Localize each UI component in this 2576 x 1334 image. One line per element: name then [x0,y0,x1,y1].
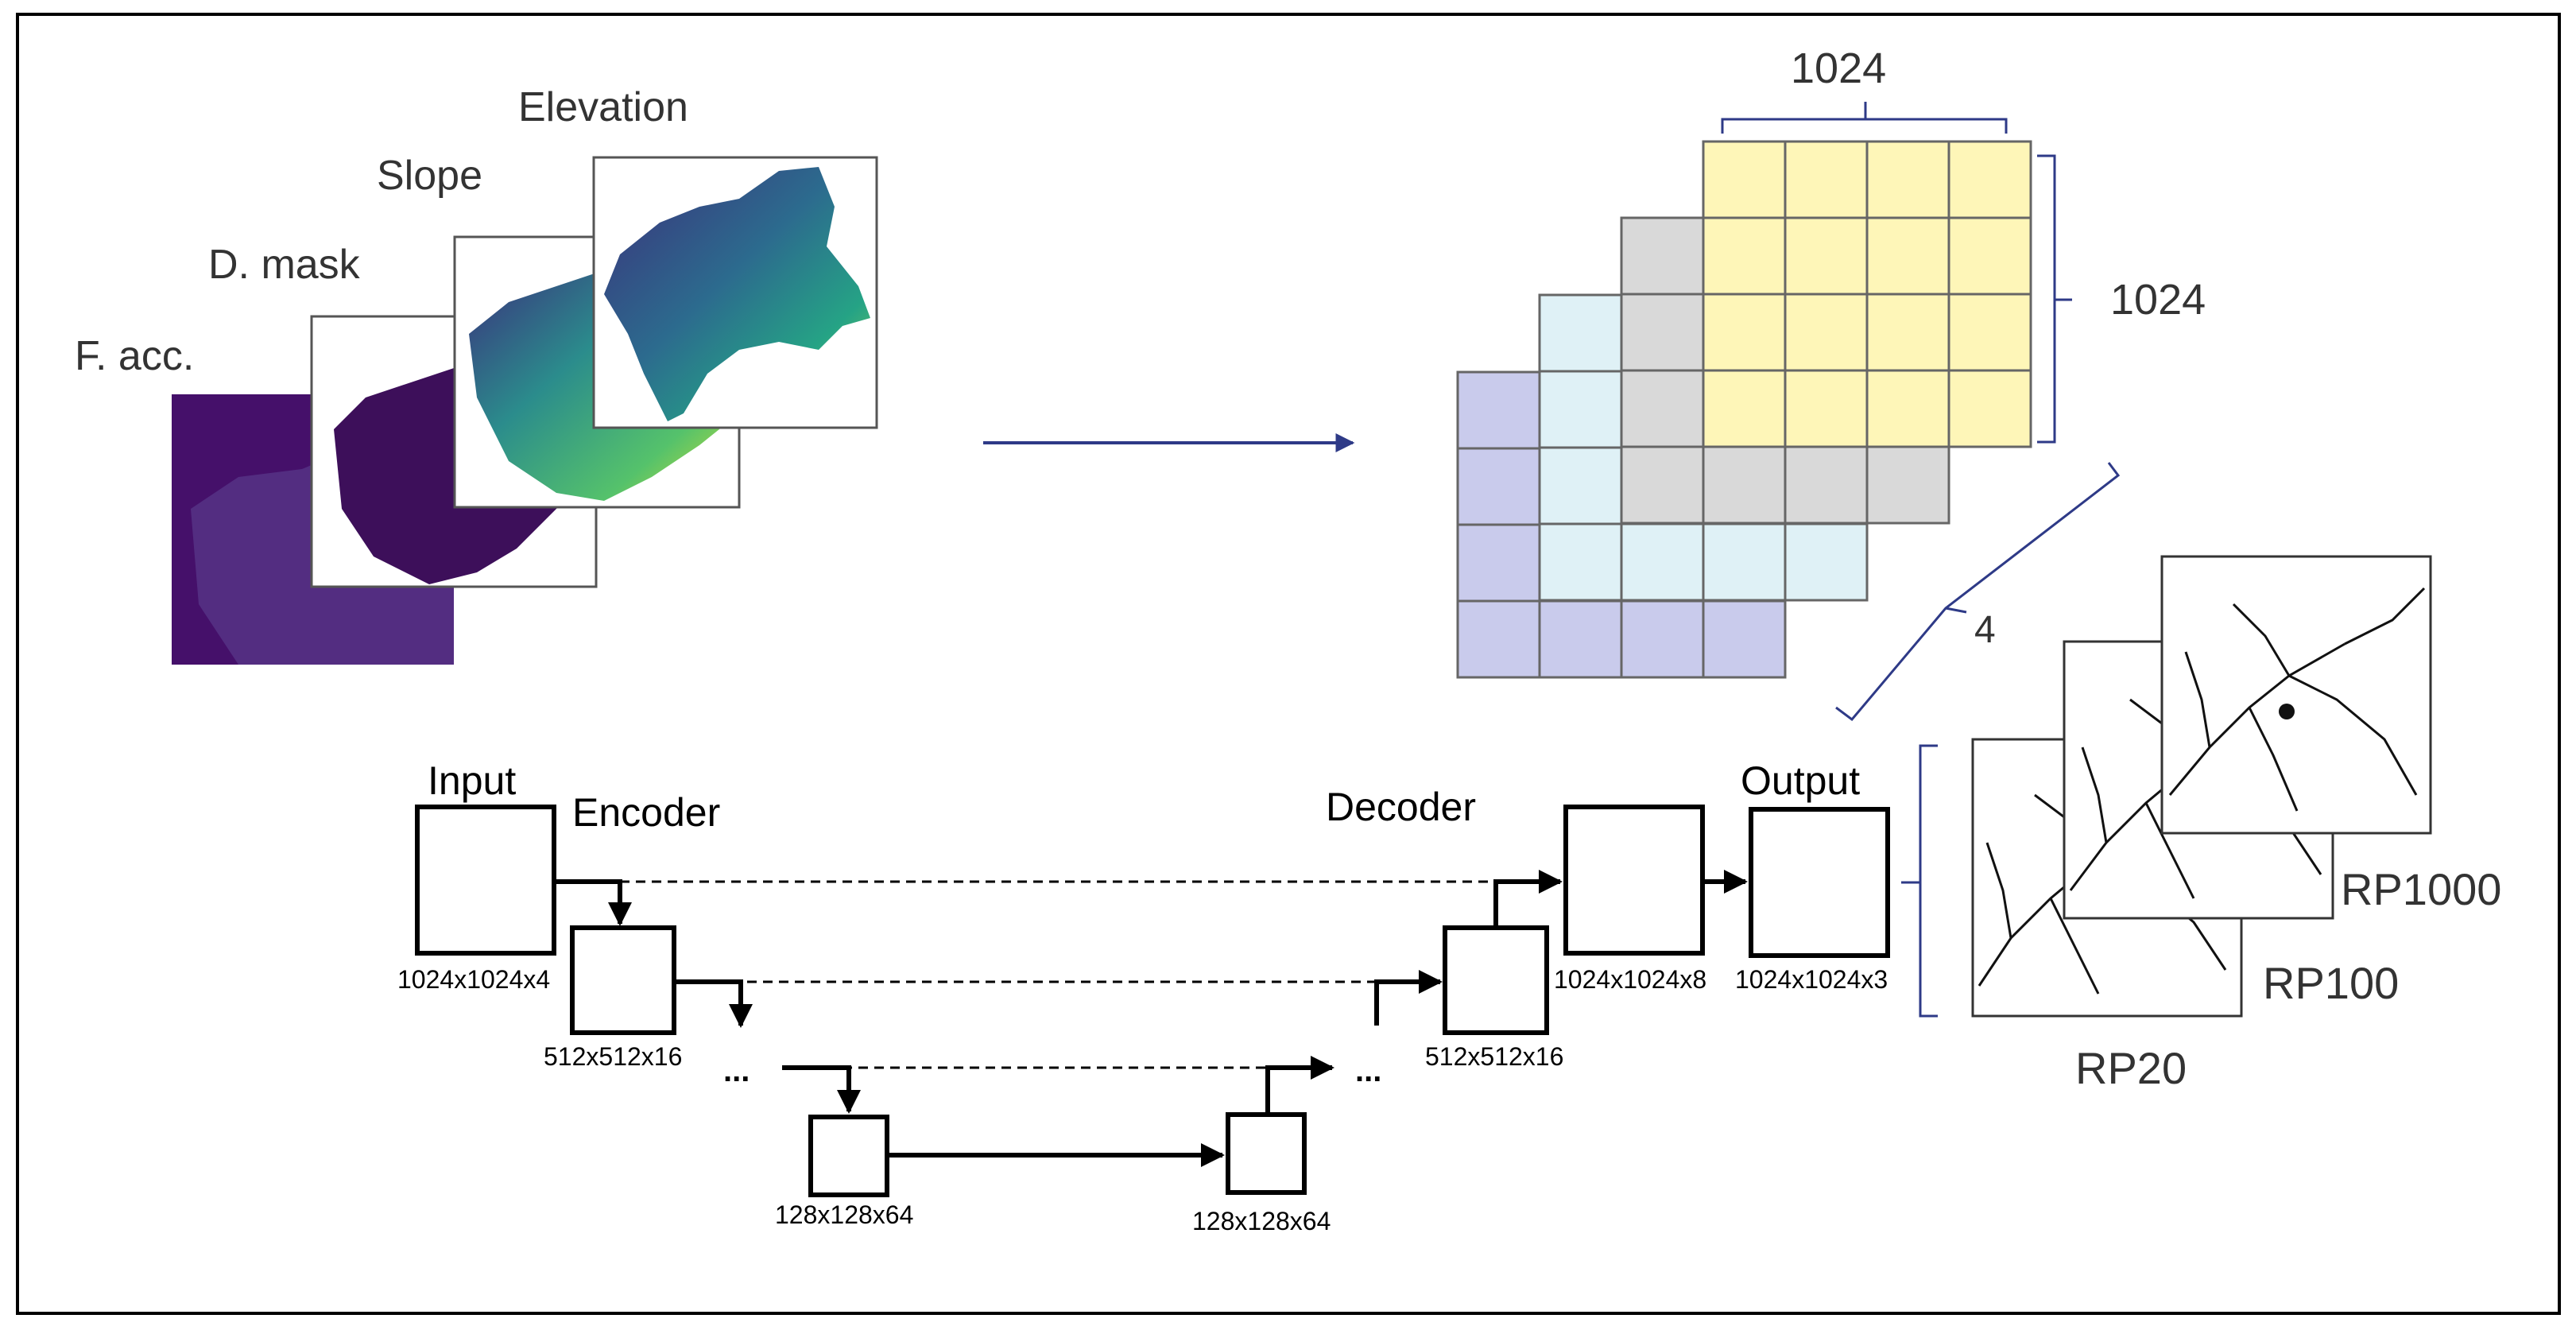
decoder-top-block [1563,805,1705,956]
decoder-arrow-3 [1493,870,1563,928]
encoder-block-1 [570,925,676,1035]
width-bracket [1721,102,2008,134]
encoder-ellipsis: ... [723,1053,750,1088]
rp1000-label: RP1000 [2341,864,2501,914]
decoder-arrow-2 [1374,970,1443,1026]
tensor-channels-label: 4 [1974,609,1996,651]
input-raster-stack: F. acc. D. mask Slope Elevation [75,84,878,665]
input-tensor-grid [1456,140,2032,679]
encoder-1-dim-label: 512x512x16 [544,1042,682,1071]
decoder-title: Decoder [1326,785,1476,829]
decoder-block-1 [1443,925,1549,1035]
encoder-path [554,879,1225,1167]
encoder-bottom-dim-label: 128x128x64 [775,1200,913,1229]
decoder-bottom-block [1226,1112,1307,1195]
input-block [415,805,556,956]
domain-mask-label: D. mask [208,242,361,288]
output-block [1749,807,1890,958]
output-bracket [1901,744,1938,1018]
unet-architecture: Input Encoder Decoder Output 1024x1024x4… [397,758,1890,1235]
tensor-height-label: 1024 [2110,276,2206,324]
flow-accumulation-label: F. acc. [75,333,194,379]
output-dim-label: 1024x1024x3 [1735,965,1888,994]
encoder-bottom-block [808,1115,889,1197]
tensor-dimension-brackets [1721,102,2121,722]
elevation-label: Elevation [518,84,688,130]
output-title: Output [1741,758,1860,803]
rp1000-map [2160,555,2432,835]
decoder-1-dim-label: 512x512x16 [1425,1042,1563,1071]
input-dim-label: 1024x1024x4 [397,965,550,994]
encoder-arrow-2 [674,979,753,1028]
rp100-label: RP100 [2263,958,2399,1008]
channels-bracket [1835,462,2121,722]
decoder-arrow-1 [1265,1056,1334,1115]
tensor-channel-4 [1702,140,2032,448]
output-flood-maps [1971,555,2432,1018]
elevation-layer [592,156,878,429]
encoder-arrow-1 [554,879,632,926]
rp20-label: RP20 [2075,1043,2187,1093]
slope-label: Slope [377,153,482,199]
decoder-bottom-dim-label: 128x128x64 [1192,1207,1331,1235]
decoder-path [1265,870,1748,1115]
input-title: Input [428,758,516,803]
height-bracket [2037,154,2072,444]
encoder-arrow-3 [782,1065,861,1114]
skip-connections [620,880,1550,1069]
decoder-top-dim-label: 1024x1024x8 [1554,965,1706,994]
decoder-ellipsis: ... [1355,1053,1381,1088]
figure-border [16,13,2561,1315]
encoder-title: Encoder [572,790,720,835]
tensor-width-label: 1024 [1791,45,1886,92]
